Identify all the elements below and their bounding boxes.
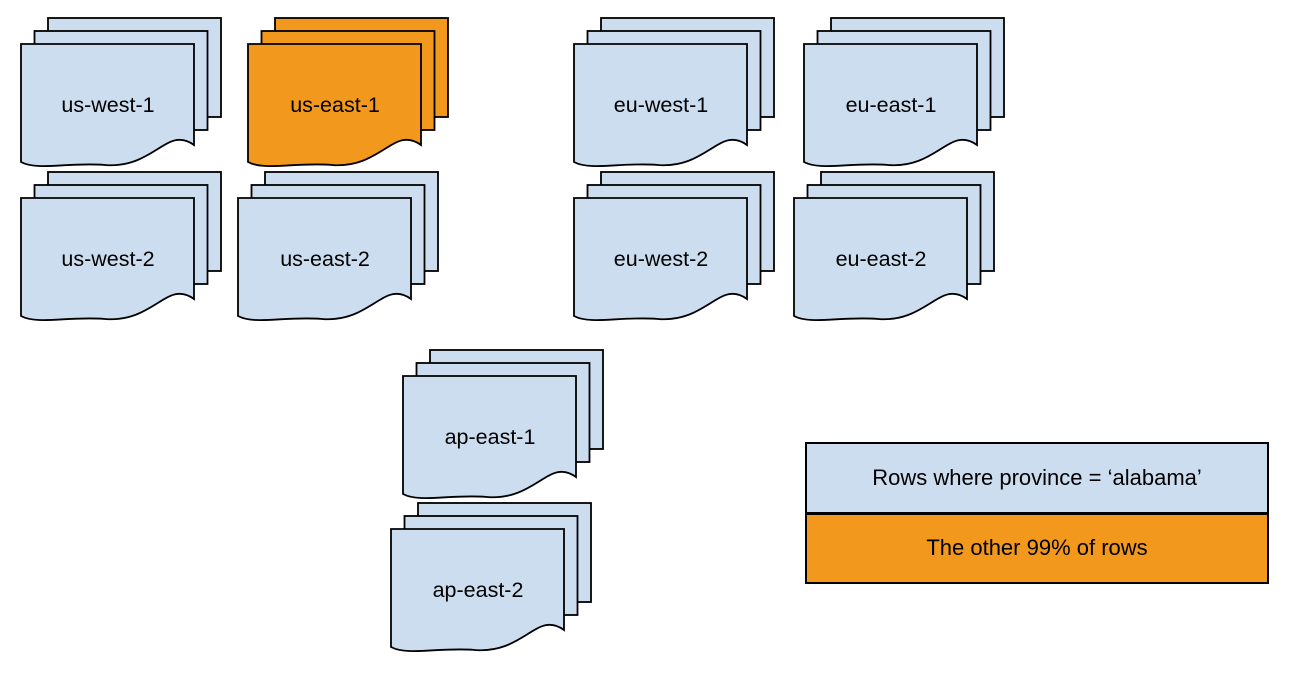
doc-front (247, 43, 422, 167)
region-label: us-west-1 (61, 93, 154, 117)
region-stack-eu-west-2: eu-west-2 (573, 171, 775, 321)
doc-front (573, 43, 748, 167)
region-label: ap-east-2 (433, 578, 524, 602)
region-stack-us-west-1: us-west-1 (20, 17, 222, 167)
doc-front (390, 528, 565, 652)
region-label: eu-west-1 (614, 93, 708, 117)
doc-front (402, 375, 577, 499)
region-label: eu-east-2 (836, 247, 927, 271)
legend-row-label: The other 99% of rows (926, 535, 1148, 561)
legend-row-alabama-rows: Rows where province = ‘alabama’ (807, 444, 1267, 512)
region-label: us-east-1 (290, 93, 380, 117)
region-label: us-west-2 (61, 247, 154, 271)
doc-front (237, 197, 412, 321)
region-stack-eu-east-2: eu-east-2 (793, 171, 995, 321)
doc-front (20, 43, 195, 167)
region-label: eu-west-2 (614, 247, 708, 271)
region-label: us-east-2 (280, 247, 370, 271)
region-stack-eu-west-1: eu-west-1 (573, 17, 775, 167)
region-stack-us-east-1: us-east-1 (247, 17, 449, 167)
doc-front (793, 197, 968, 321)
region-stack-ap-east-1: ap-east-1 (402, 349, 604, 499)
doc-front (20, 197, 195, 321)
region-stack-us-west-2: us-west-2 (20, 171, 222, 321)
region-label: eu-east-1 (846, 93, 937, 117)
region-stack-eu-east-1: eu-east-1 (803, 17, 1005, 167)
region-stack-ap-east-2: ap-east-2 (390, 502, 592, 652)
doc-front (573, 197, 748, 321)
doc-front (803, 43, 978, 167)
legend-row-label: Rows where province = ‘alabama’ (872, 464, 1202, 490)
region-stack-us-east-2: us-east-2 (237, 171, 439, 321)
legend: Rows where province = ‘alabama’ The othe… (805, 442, 1269, 584)
legend-row-other-rows: The other 99% of rows (807, 511, 1267, 582)
region-label: ap-east-1 (445, 425, 536, 449)
